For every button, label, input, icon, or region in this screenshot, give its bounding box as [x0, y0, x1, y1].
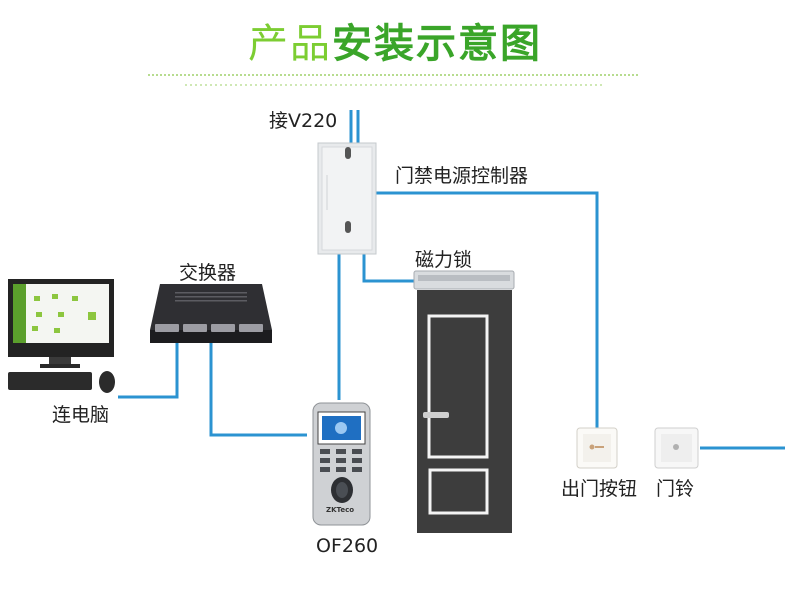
- title-light: 产品: [248, 21, 332, 67]
- diagram-title: 产品安装示意图: [0, 18, 790, 70]
- power-input-label: 接V220: [269, 110, 338, 132]
- device-model-label: OF260: [316, 535, 379, 557]
- power-controller-label: 门禁电源控制器: [395, 165, 529, 187]
- switch-label: 交换器: [179, 262, 237, 284]
- door: [417, 290, 512, 533]
- network-wire: [209, 342, 307, 437]
- network-switch: [150, 284, 272, 343]
- exit-button-wire: [376, 191, 599, 428]
- exit-button-device: [576, 427, 618, 469]
- exit-button-label: 出门按钮: [561, 478, 638, 500]
- title-bold: 安装示意图: [332, 21, 542, 67]
- magnetic-lock-device: [413, 270, 515, 290]
- of260-device: [312, 402, 371, 526]
- door-handle: [423, 412, 449, 418]
- mouse: [99, 371, 115, 393]
- computer: [8, 279, 115, 393]
- doorbell-label: 门铃: [656, 478, 695, 500]
- computer-wire: [118, 342, 179, 399]
- doorbell-device: [654, 427, 699, 469]
- magnetic-lock-label: 磁力锁: [415, 249, 473, 271]
- device-brand-logo: ZKTeco: [326, 506, 355, 514]
- lock-wire: [362, 254, 414, 283]
- power-controller-box: [317, 142, 377, 255]
- computer-label: 连电脑: [52, 404, 110, 426]
- wiring: [118, 110, 785, 450]
- keyboard: [8, 372, 92, 390]
